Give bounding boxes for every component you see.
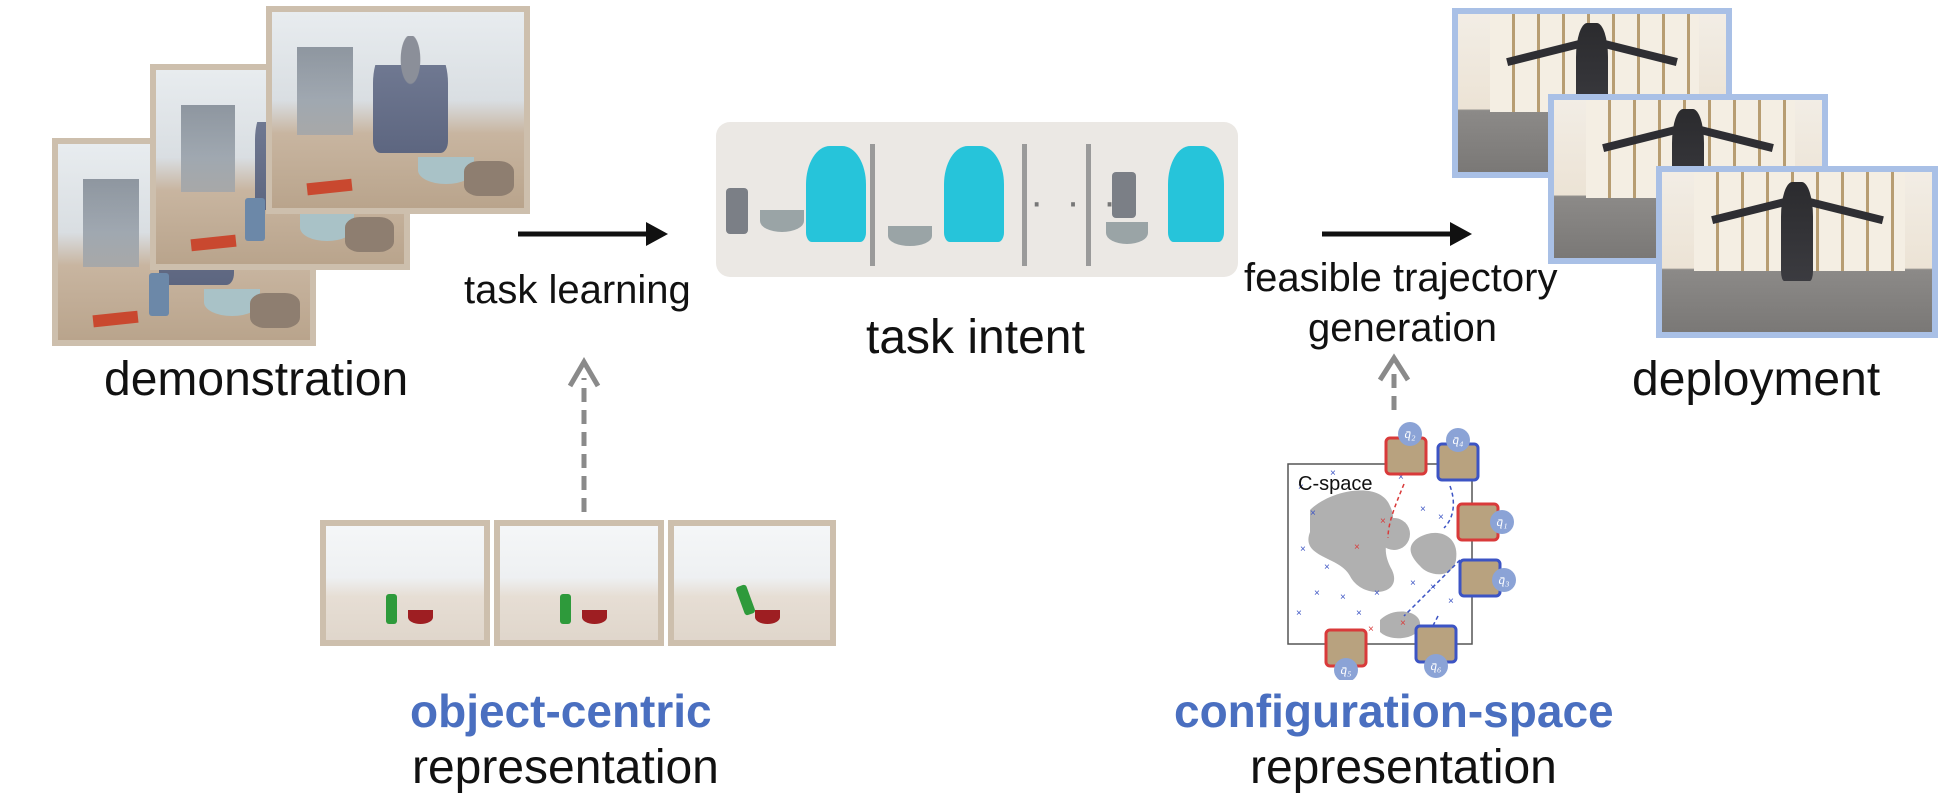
obstacle-3 — [1380, 611, 1421, 639]
svg-text:×: × — [1300, 544, 1306, 555]
separator-3 — [1086, 144, 1091, 266]
svg-text:×: × — [1356, 608, 1362, 619]
svg-text:×: × — [1368, 624, 1374, 635]
object-centric-photo-1 — [320, 520, 490, 646]
separator-1 — [870, 144, 875, 266]
cup-mesh — [726, 188, 748, 234]
feasible-trajectory-label: feasible trajectory — [1244, 256, 1558, 300]
svg-text:×: × — [1298, 482, 1304, 493]
bowl-mesh-3 — [1106, 222, 1148, 244]
c-space-node-q4 — [1436, 428, 1480, 482]
svg-text:×: × — [1400, 618, 1406, 629]
svg-text:×: × — [1448, 596, 1454, 607]
arrow-task-learning — [518, 222, 668, 246]
svg-text:×: × — [1340, 592, 1346, 603]
cup-mesh-3 — [1112, 172, 1136, 218]
node-label-q2: q̄₂ — [1404, 426, 1416, 441]
svg-text:×: × — [1374, 588, 1380, 599]
deploy-photo-3 — [1656, 166, 1938, 338]
bowl-mesh-2 — [888, 226, 932, 246]
c-space-diagram: × × × × × × × × × × × × × × × × × × × × q̄₂ q̄₄ q̄₁ q̄₃… — [1287, 422, 1516, 680]
demonstration-label: demonstration — [104, 353, 409, 406]
node-label-q3: q̄₃ — [1498, 572, 1509, 587]
obstacle-4 — [1378, 518, 1410, 550]
configuration-space-label: configuration-space — [1174, 685, 1614, 737]
svg-text:×: × — [1410, 578, 1416, 589]
node-label-q6: q̄₆ — [1430, 658, 1441, 673]
svg-text:×: × — [1324, 562, 1330, 573]
c-space-node-q2 — [1384, 422, 1428, 476]
object-centric-label: object-centric — [410, 685, 712, 737]
representation-left-label: representation — [412, 741, 719, 794]
obstacle-2 — [1410, 532, 1457, 575]
representation-right-label: representation — [1250, 741, 1557, 794]
dashed-arrow-right — [1377, 353, 1411, 410]
human-mesh-1 — [806, 146, 866, 242]
arrow-feasible-generation — [1322, 222, 1472, 246]
intent-ellipsis: · · · — [1030, 180, 1123, 224]
red-trajectory — [1387, 483, 1405, 539]
node-label-q1: q̄₁ — [1496, 514, 1507, 529]
demo-photo-3 — [266, 6, 530, 214]
task-intent-label: task intent — [866, 311, 1085, 364]
bowl-mesh — [760, 210, 804, 232]
c-space-node-q6 — [1414, 624, 1458, 678]
c-space-node-q1 — [1456, 502, 1514, 542]
red-samples: × × × × — [1354, 516, 1406, 635]
deployment-label: deployment — [1632, 353, 1881, 406]
obstacle-1 — [1308, 490, 1395, 592]
c-space-title: C-space — [1298, 473, 1372, 495]
task-learning-label: task learning — [464, 268, 691, 312]
svg-text:×: × — [1380, 516, 1386, 527]
separator-2 — [1022, 144, 1027, 266]
svg-text:×: × — [1354, 542, 1360, 553]
svg-text:×: × — [1296, 608, 1302, 619]
object-centric-photo-3 — [668, 520, 836, 646]
human-mesh-3 — [1168, 146, 1224, 242]
c-space-node-q5 — [1324, 628, 1368, 680]
task-intent-panel: · · · — [716, 122, 1238, 277]
dashed-arrow-left — [567, 357, 601, 512]
node-label-q5: q̄₅ — [1340, 662, 1351, 677]
svg-text:×: × — [1398, 472, 1404, 483]
svg-text:×: × — [1438, 512, 1444, 523]
svg-text:×: × — [1310, 508, 1316, 519]
svg-text:×: × — [1330, 468, 1336, 479]
object-centric-photo-2 — [494, 520, 664, 646]
c-space-node-q3 — [1458, 558, 1516, 598]
svg-text:×: × — [1314, 588, 1320, 599]
blue-trajectory-1 — [1443, 485, 1455, 529]
human-mesh-2 — [944, 146, 1004, 242]
blue-trajectory-2 — [1403, 559, 1461, 617]
svg-text:×: × — [1420, 504, 1426, 515]
generation-label: generation — [1308, 306, 1498, 350]
node-label-q4: q̄₄ — [1452, 432, 1464, 447]
